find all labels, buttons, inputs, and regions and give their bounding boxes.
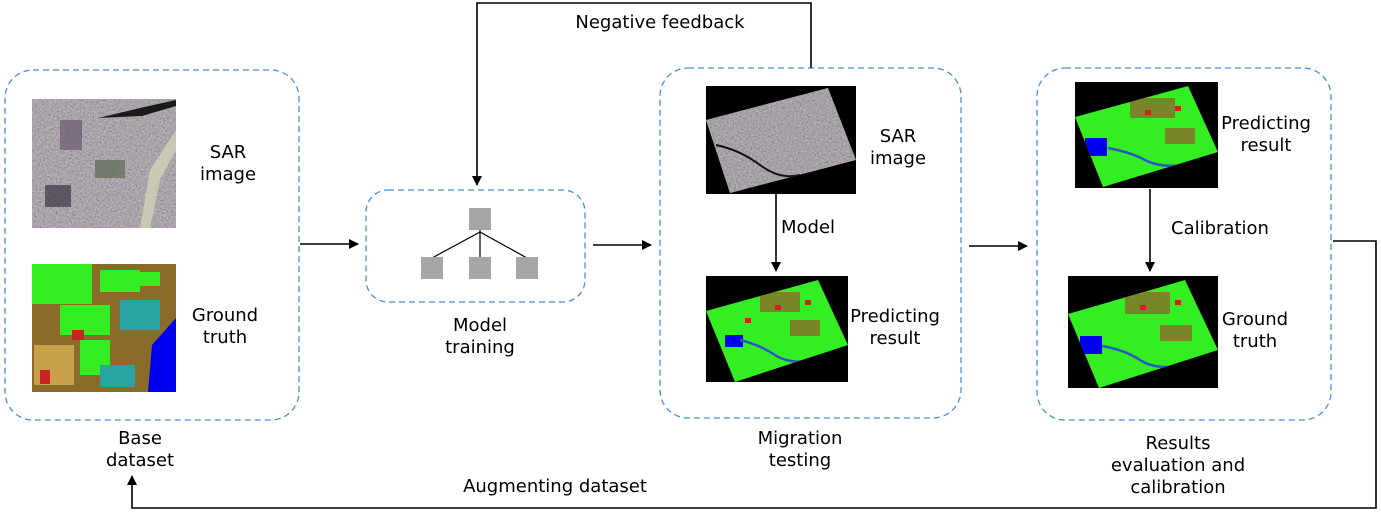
migration-predicting-image (706, 276, 848, 382)
tree-leaf-node (469, 257, 491, 279)
base-dataset-caption: Base dataset (105, 428, 175, 471)
results-ground-truth-label: Ground truth (1221, 309, 1289, 352)
model-label: Model (781, 217, 836, 238)
tree-leaf-node (421, 257, 443, 279)
negative-feedback-label: Negative feedback (575, 12, 745, 33)
results-predicting-label: Predicting result (1221, 113, 1311, 156)
results-ground-truth-image (1068, 276, 1218, 388)
migration-predicting-label: Predicting result (850, 306, 940, 349)
tree-leaf-node (516, 257, 538, 279)
migration-testing-caption: Migration testing (757, 428, 843, 471)
migration-sar-label: SAR image (869, 126, 927, 169)
negative-feedback-arrow (472, 2, 812, 186)
model-training-caption: Model training (445, 315, 515, 358)
migration-sar-image (706, 86, 856, 194)
augmenting-dataset-arrow (127, 240, 1377, 509)
augmenting-dataset-label: Augmenting dataset (463, 476, 647, 497)
results-evaluation-caption: Results evaluation and calibration (1110, 433, 1246, 498)
results-evaluation-box (1036, 67, 1332, 421)
calibration-label: Calibration (1171, 218, 1269, 239)
tree-root-node (469, 208, 491, 230)
tree-icon (421, 208, 538, 279)
base-sar-image (32, 99, 176, 228)
base-ground-truth-label: Ground truth (191, 305, 259, 348)
base-ground-truth-image (32, 264, 176, 392)
results-predicting-image (1075, 82, 1218, 188)
base-sar-label: SAR image (199, 142, 257, 185)
model-training-box (365, 189, 586, 303)
